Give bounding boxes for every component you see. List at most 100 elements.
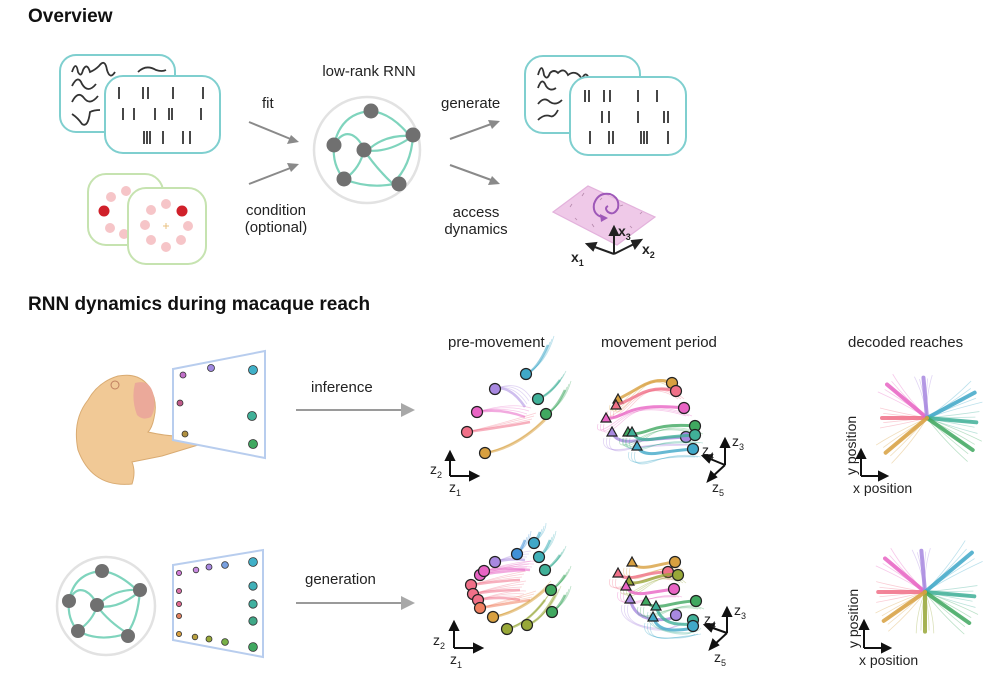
reach-trajectory-mean: [883, 556, 927, 594]
reach-trajectory-mean: [923, 590, 977, 599]
low-rank-rnn-icon: [312, 95, 422, 205]
reach-trajectory-mean: [881, 590, 927, 623]
z2-axis-label-inf: z2: [430, 461, 442, 480]
trajectory-endpoint: [460, 425, 474, 439]
latent-trajectory: [624, 585, 675, 596]
z1-axis-label-gen: z1: [450, 651, 462, 670]
reach-target-screen: [172, 349, 266, 460]
latent-trajectory: [626, 437, 701, 450]
trajectory-start-triangle: [639, 594, 653, 606]
movement-period-inference-plot: [597, 376, 704, 465]
trajectory-endpoint: [545, 605, 559, 619]
trajectory-endpoint: [488, 555, 502, 569]
z2-axis-label-gen: z2: [433, 632, 445, 651]
latent-trajectory: [606, 437, 692, 451]
trajectory-endpoint: [527, 536, 541, 550]
trajectory-endpoint: [669, 608, 683, 622]
trajectory-endpoint: [520, 618, 534, 632]
fit-label: fit: [262, 95, 274, 112]
z5-axis-label-gen: z5: [714, 649, 726, 668]
latent-trajectory: [612, 380, 678, 412]
trajectory-endpoint: [532, 550, 546, 564]
trajectory-endpoint: [544, 583, 558, 597]
condition-label-line2: (optional): [244, 219, 308, 236]
x-position-label-gen: x position: [859, 652, 918, 668]
trajectory-endpoint: [519, 367, 533, 381]
latent-trajectory: [631, 451, 699, 464]
trajectory-endpoint: [669, 384, 683, 398]
latent-trajectory: [545, 380, 572, 415]
z3-axis-label-inf: z3: [732, 433, 744, 452]
z3-z4-z5-axes-generation: [702, 605, 733, 651]
trajectory-endpoint: [688, 428, 702, 442]
inference-arrow: [296, 403, 415, 417]
latent-trajectory: [615, 387, 677, 407]
movement-period-title: movement period: [601, 334, 717, 351]
latent-trajectory: [640, 606, 702, 618]
reach-trajectory-mean: [923, 550, 974, 594]
latent-trajectory: [525, 335, 555, 375]
trajectory-endpoint: [668, 555, 682, 569]
reach-trajectory-mean: [883, 416, 929, 455]
generate-label: generate: [441, 95, 501, 112]
trajectory-endpoint: [486, 610, 500, 624]
reach-trajectory-mean: [885, 382, 929, 420]
condition-label-line1: condition: [245, 202, 307, 219]
reach-trajectory-mean: [925, 416, 979, 425]
latent-trajectory: [644, 622, 696, 639]
trajectory-start-triangle: [630, 439, 644, 451]
latent-trajectory: [627, 604, 685, 629]
reach-trajectory-mean: [923, 590, 972, 625]
access-label-line1: access: [452, 204, 500, 221]
latent-trajectory: [597, 409, 687, 431]
z1-z2-axes-inference: [444, 449, 481, 482]
latent-trajectory: [647, 611, 696, 635]
y-position-label-inf: y position: [843, 416, 859, 475]
latent-trajectory: [492, 580, 552, 618]
generation-target-screen: [172, 548, 264, 659]
access-dynamics-label: access dynamics: [440, 204, 512, 238]
latent-trajectory: [609, 437, 695, 452]
low-rank-rnn-label: low-rank RNN: [322, 63, 416, 80]
latent-trajectory: [650, 622, 702, 639]
latent-trajectory: [621, 604, 679, 631]
latent-trajectory: [647, 622, 699, 639]
trajectory-start-triangle: [605, 425, 619, 437]
trajectory-endpoint: [470, 405, 484, 419]
trajectory-endpoint: [488, 382, 502, 396]
z5-axis-label-inf: z5: [712, 479, 724, 498]
decoded-reaches-title: decoded reaches: [848, 334, 964, 351]
trajectory-endpoint: [531, 392, 545, 406]
trajectory-endpoint: [667, 582, 681, 596]
trajectory-endpoint: [477, 564, 491, 578]
decoded-reaches-generation-plot: [875, 540, 983, 635]
trajectory-start-triangle: [623, 592, 637, 604]
overview-title: Overview: [28, 6, 113, 27]
latent-trajectory: [525, 338, 553, 375]
trajectory-start-triangle: [625, 425, 639, 437]
latent-trajectory: [466, 415, 535, 433]
z4-axis-label-gen: z4: [704, 611, 716, 630]
pre-movement-generation-plot: [464, 522, 572, 636]
trajectory-endpoint: [478, 446, 492, 460]
reach-trajectory-mean: [919, 548, 927, 594]
latent-trajectory: [466, 412, 537, 433]
latent-trajectory: [635, 445, 694, 456]
access-label-line2: dynamics: [444, 221, 508, 238]
latent-trajectory: [617, 379, 673, 401]
decoded-axes-generation: [858, 618, 893, 654]
fit-arrow: [248, 121, 299, 144]
reach-trajectory-mean: [925, 390, 977, 420]
trajectory-endpoint: [539, 407, 553, 421]
generate-arrow: [449, 120, 500, 140]
trajectory-start-triangle: [599, 411, 613, 423]
latent-trajectory: [466, 418, 533, 433]
latent-trajectory: [620, 591, 680, 604]
trajectory-endpoint: [686, 442, 700, 456]
trajectory-endpoint: [671, 568, 685, 582]
trajectory-start-triangle: [611, 566, 625, 578]
latent-trajectory: [603, 437, 689, 450]
latent-trajectory: [603, 407, 693, 433]
latent-trajectory: [617, 591, 677, 603]
